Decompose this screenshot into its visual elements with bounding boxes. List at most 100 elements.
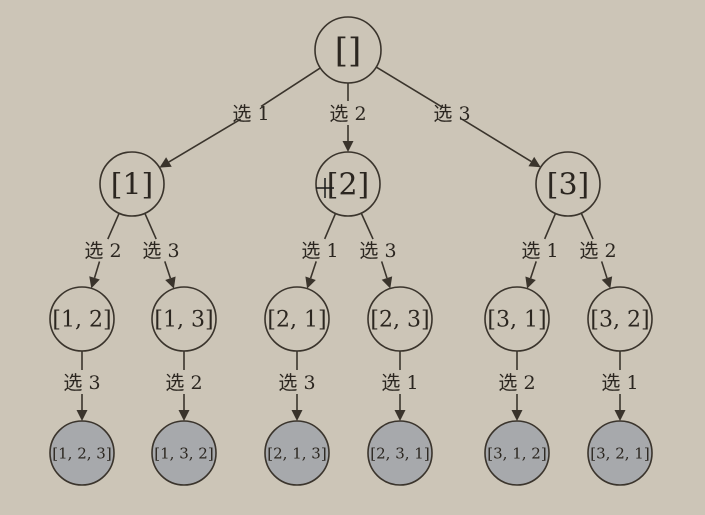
edge-line-upper	[543, 213, 557, 240]
tree-node-n213: [2, 1, 3]	[264, 420, 330, 486]
tree-node-n231: [2, 3, 1]	[367, 420, 433, 486]
edge-line-upper	[375, 66, 443, 108]
edge-n23-n231: 选 1	[381, 351, 419, 421]
edge-n3-n31: 选 1	[521, 213, 559, 289]
leaf-node-circle	[484, 420, 550, 486]
tree-node-n321: [3, 2, 1]	[587, 420, 653, 486]
edge-label: 选 1	[232, 103, 269, 125]
tree-node-n23: [2, 3]	[367, 286, 433, 352]
node-circle	[99, 151, 165, 217]
edge-n2-n21: 选 1	[301, 213, 339, 289]
leaf-node-label: [2, 3, 1]	[370, 444, 429, 462]
edge-line-lower	[380, 261, 388, 279]
node-label: [1, 3]	[154, 308, 213, 333]
leaf-node-circle	[367, 420, 433, 486]
edge-label: 选 1	[381, 372, 418, 394]
edge-line-lower	[600, 261, 608, 279]
tree-node-n3: [3]	[535, 151, 601, 217]
arrow-head-icon	[159, 157, 172, 168]
arrow-head-icon	[305, 276, 316, 289]
edge-label: 选 2	[84, 240, 121, 262]
edge-n32-n321: 选 1	[601, 351, 639, 421]
edges-layer: 选 1 选 2 选 3 选 2 选 3 选 1 选 3 选 1 选 2 选 3 选 2 选 3 选 1 选…	[63, 66, 639, 421]
node-circle	[314, 16, 382, 84]
arrow-head-icon	[76, 410, 88, 421]
edge-label: 选 1	[601, 372, 638, 394]
tree-node-n1: [1]	[99, 151, 165, 217]
node-label: [2]	[327, 168, 370, 203]
arrow-head-icon	[525, 276, 536, 289]
arrow-head-icon	[394, 410, 406, 421]
edge-label: 选 2	[498, 372, 535, 394]
edge-line-upper	[260, 67, 321, 108]
edge-label: 选 3	[63, 372, 100, 394]
leaf-node-circle	[587, 420, 653, 486]
edge-root-n1: 选 1	[159, 67, 321, 168]
leaf-node-circle	[151, 420, 217, 486]
arrow-head-icon	[89, 276, 100, 289]
node-label: []	[335, 31, 362, 71]
edge-n1-n13: 选 3	[142, 212, 180, 289]
edge-line-upper	[323, 213, 337, 240]
edge-root-n3: 选 3	[375, 66, 541, 168]
leaf-node-label: [3, 1, 2]	[487, 444, 546, 462]
tree-node-n13: [1, 3]	[151, 286, 217, 352]
edge-line-lower	[164, 261, 172, 279]
edge-label: 选 2	[165, 372, 202, 394]
node-circle	[367, 286, 433, 352]
arrow-head-icon	[601, 276, 613, 289]
edge-line-lower	[93, 261, 101, 279]
leaf-node-label: [3, 2, 1]	[590, 444, 649, 462]
arrow-head-icon	[381, 276, 393, 289]
edge-label: 选 1	[521, 240, 558, 262]
tree-node-n2: [2]	[315, 151, 381, 217]
leaf-node-label: [2, 1, 3]	[267, 444, 326, 462]
tree-node-n123: [1, 2, 3]	[49, 420, 115, 486]
edge-line-upper	[107, 212, 120, 240]
edge-label: 选 3	[278, 372, 315, 394]
node-label: [3, 2]	[590, 308, 649, 333]
arrow-head-icon	[178, 410, 190, 421]
leaf-node-circle	[49, 420, 115, 486]
node-label: [1, 2]	[52, 308, 111, 333]
node-label: [2, 3]	[370, 308, 429, 333]
edge-n31-n312: 选 2	[498, 351, 536, 421]
edge-line-upper	[144, 212, 157, 240]
arrow-head-icon	[165, 276, 176, 289]
tree-node-root: []	[314, 16, 382, 84]
edge-n21-n213: 选 3	[278, 351, 316, 421]
edge-line-lower	[168, 118, 242, 163]
node-circle	[315, 151, 381, 217]
node-label: [2, 1]	[267, 308, 326, 333]
node-circle	[151, 286, 217, 352]
tree-node-n21: [2, 1]	[264, 286, 330, 352]
tree-node-n31: [3, 1]	[484, 286, 550, 352]
edge-label: 选 3	[142, 240, 179, 262]
node-circle	[587, 286, 653, 352]
edge-label: 选 3	[433, 103, 470, 125]
edge-line-lower	[461, 118, 532, 163]
edge-line-lower	[309, 261, 317, 279]
arrow-head-icon	[528, 156, 541, 168]
edge-label: 选 1	[301, 240, 338, 262]
edge-root-n2: 选 2	[329, 83, 367, 152]
node-circle	[484, 286, 550, 352]
leaf-node-label: [1, 3, 2]	[154, 444, 213, 462]
node-label: [3, 1]	[487, 308, 546, 333]
edge-label: 选 2	[329, 103, 366, 125]
node-label: [1]	[111, 168, 154, 203]
leaf-node-circle	[264, 420, 330, 486]
edge-label: 选 2	[579, 240, 616, 262]
edge-n2-n23: 选 3	[359, 212, 397, 289]
edge-n13-n132: 选 2	[165, 351, 203, 421]
edge-line-lower	[529, 261, 537, 279]
edge-line-upper	[580, 212, 594, 240]
node-circle	[264, 286, 330, 352]
edge-n1-n12: 选 2	[84, 212, 122, 289]
edge-n12-n123: 选 3	[63, 351, 101, 421]
leaf-node-label: [1, 2, 3]	[52, 444, 111, 462]
node-circle	[535, 151, 601, 217]
edge-n3-n32: 选 2	[579, 212, 617, 289]
